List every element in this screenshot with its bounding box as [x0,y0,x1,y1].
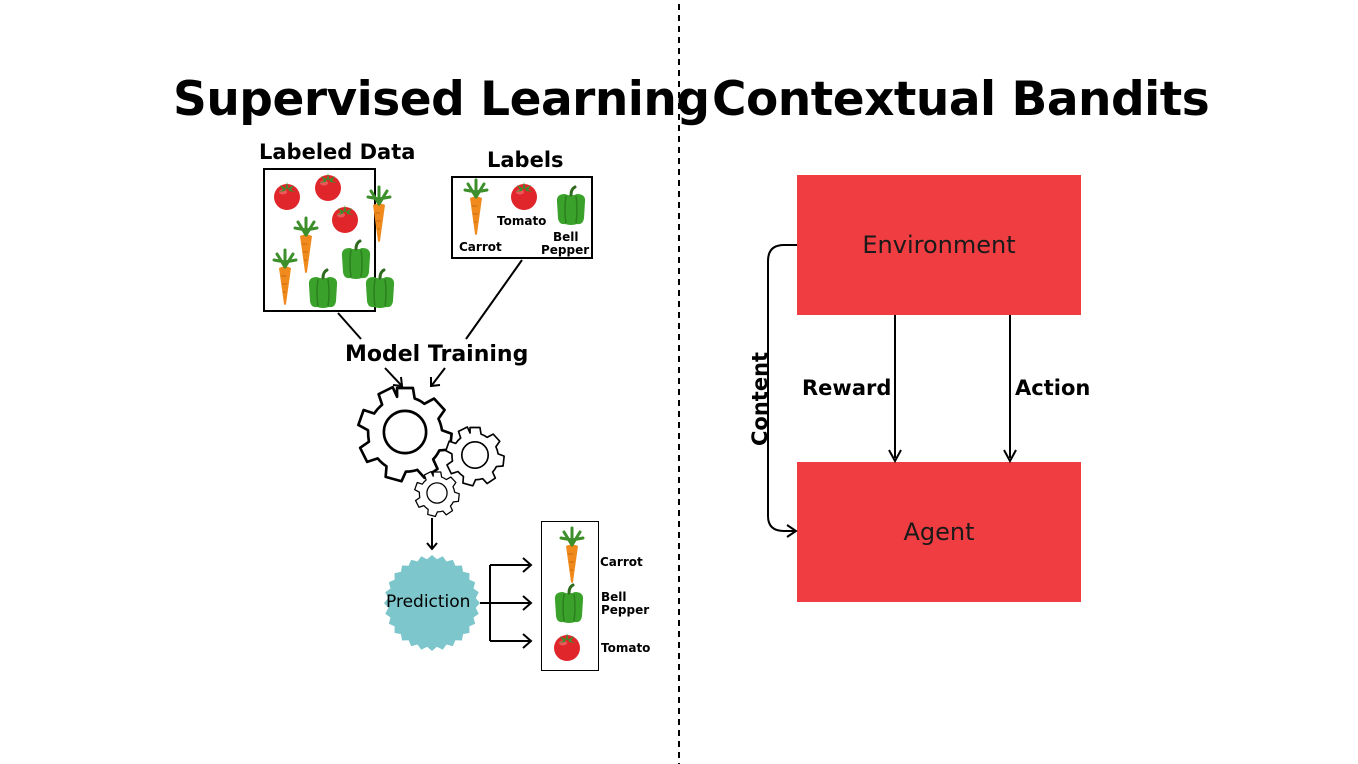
labels-bell: Bell [553,230,579,244]
labeled-data-label: Labeled Data [259,140,416,164]
agent-label: Agent [903,518,975,546]
contextual-bandits-title: Contextual Bandits [712,72,1210,127]
output-carrot: Carrot [600,555,643,569]
agent-box: Agent [797,462,1081,602]
labels-tomato: Tomato [497,214,547,228]
prediction-label: Prediction [386,592,471,612]
action-label: Action [1015,376,1091,400]
labels-pepper: Pepper [541,243,590,257]
output-tomato: Tomato [601,641,651,655]
output-bell: Bell [601,590,627,604]
content-label: Content [748,351,772,446]
supervised-learning-title: Supervised Learning [173,72,710,127]
output-pepper: Pepper [601,603,650,617]
prediction-badge [384,555,480,651]
labels-label: Labels [487,148,564,172]
model-training-label: Model Training [345,342,529,367]
labels-carrot: Carrot [459,240,502,254]
environment-label: Environment [862,231,1016,259]
environment-box: Environment [797,175,1081,315]
reward-label: Reward [802,376,892,400]
